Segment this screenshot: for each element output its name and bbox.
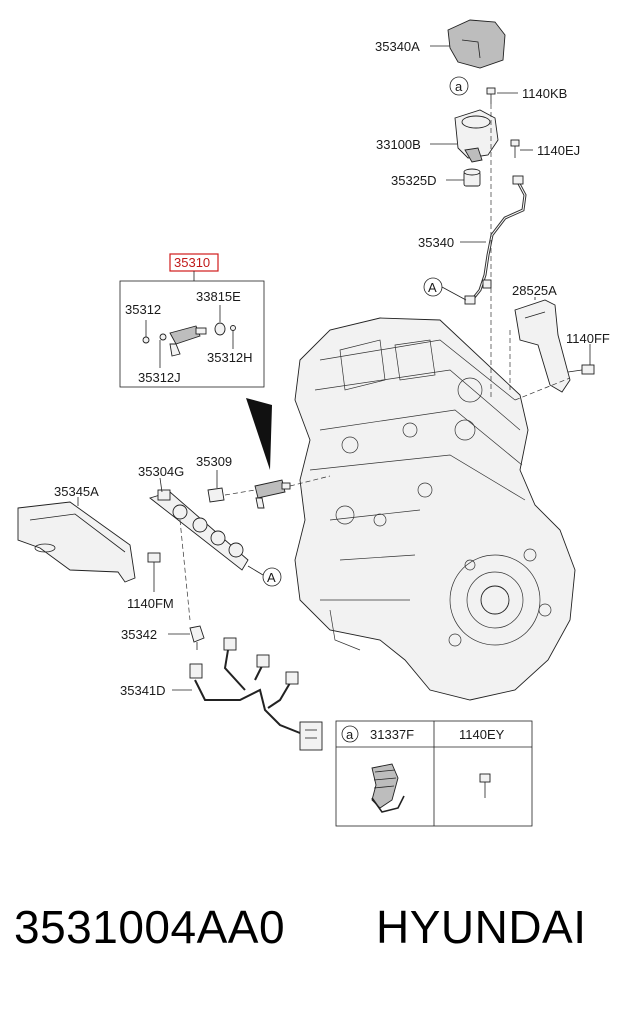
legend-bolt-1140EY xyxy=(479,773,491,798)
fuel-rail xyxy=(149,489,249,571)
legend-part-31337F: 31337F xyxy=(370,727,414,742)
pump-tappet xyxy=(463,168,481,187)
label-35340A: 35340A xyxy=(375,39,420,54)
bolt-1140EJ xyxy=(510,139,520,158)
pump-bracket xyxy=(514,299,571,393)
label-1140KB: 1140KB xyxy=(522,86,567,101)
clip-35309 xyxy=(207,487,225,503)
label-35340: 35340 xyxy=(418,235,454,250)
marker-circle-A-rail xyxy=(262,567,282,587)
label-1140EJ: 1140EJ xyxy=(537,143,580,158)
marker-circle-a xyxy=(449,76,469,96)
engine-cover-35345A xyxy=(17,501,136,583)
pointer-wedge xyxy=(246,398,272,470)
wiring-harness xyxy=(189,637,323,751)
label-35345A: 35345A xyxy=(54,484,99,499)
label-35312H: 35312H xyxy=(207,350,253,365)
injector-kit-parts xyxy=(142,320,236,357)
label-35312J: 35312J xyxy=(138,370,181,385)
label-33100B: 33100B xyxy=(376,137,421,152)
label-35325D: 35325D xyxy=(391,173,437,188)
label-33815E: 33815E xyxy=(196,289,241,304)
legend-clip-31337F xyxy=(371,763,405,813)
injector-kit-box xyxy=(119,280,265,388)
marker-A-rail-text: A xyxy=(267,570,276,585)
legend-marker-a: a xyxy=(346,727,354,742)
label-1140FF: 1140FF xyxy=(566,331,610,346)
marker-a-text: a xyxy=(455,79,463,94)
label-28525A: 28525A xyxy=(512,283,557,298)
exploded-parts-diagram: 35340A a 1140KB 33100B 1140EJ 35325D 353… xyxy=(17,19,610,827)
bolt-1140KB xyxy=(486,87,496,104)
engine-block xyxy=(294,317,576,701)
label-35312: 35312 xyxy=(125,302,161,317)
label-35342: 35342 xyxy=(121,627,157,642)
label-35341D: 35341D xyxy=(120,683,166,698)
bolt-1140FM xyxy=(147,552,161,576)
label-35310: 35310 xyxy=(174,255,210,270)
bolt-1140FF xyxy=(567,364,595,375)
legend-table xyxy=(335,720,533,827)
injector-on-rail xyxy=(254,479,291,509)
marker-A-top-text: A xyxy=(428,280,437,295)
caption-part-number: 3531004AA0 xyxy=(14,901,286,953)
caption-brand: HYUNDAI xyxy=(376,901,587,953)
label-35304G: 35304G xyxy=(138,464,184,479)
label-1140FM: 1140FM xyxy=(127,596,174,611)
pump-cover xyxy=(447,19,506,69)
label-35309: 35309 xyxy=(196,454,232,469)
pressure-sensor xyxy=(189,625,205,650)
fuel-pipe xyxy=(464,175,527,305)
high-pressure-pump xyxy=(454,109,499,163)
legend-part-1140EY: 1140EY xyxy=(459,727,505,742)
caption-bar: 3531004AA0 HYUNDAI xyxy=(0,900,631,980)
